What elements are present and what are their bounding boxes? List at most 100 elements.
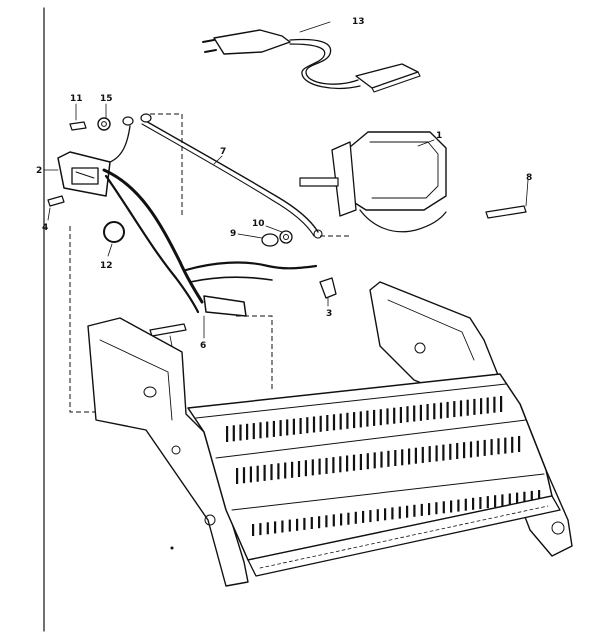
grille-slot-bottom	[340, 513, 343, 526]
grille-slot-lower	[332, 457, 335, 474]
grille-slot-lower	[518, 436, 521, 452]
grille-slot-lower	[311, 459, 314, 476]
grille-slot-bottom	[464, 498, 467, 511]
grille-slot-upper	[366, 410, 369, 427]
grille-slot-upper	[319, 415, 322, 432]
group-line-mid	[236, 315, 273, 392]
grille-slot-bottom	[530, 490, 533, 503]
grille-slot-bottom	[376, 509, 379, 522]
harness-wire-a	[102, 168, 204, 304]
lockwasher-15	[97, 117, 111, 131]
harness-wire-d	[189, 276, 273, 283]
callout-13: 13	[352, 17, 365, 27]
grille-slot-bottom	[303, 517, 306, 530]
grille-slot-bottom	[384, 508, 387, 521]
heater-chassis	[87, 281, 573, 587]
grille-slot-upper	[326, 415, 329, 431]
grille-slot-lower	[373, 452, 376, 469]
grille-slot-upper	[292, 418, 295, 435]
right-panel-fold	[387, 299, 475, 361]
grille-slot-lower	[380, 451, 383, 468]
grille-slot-upper	[339, 413, 342, 430]
right-panel-hole-a	[414, 342, 426, 354]
grille-slot-upper	[473, 398, 476, 415]
grille-slot-upper	[373, 409, 376, 426]
grille-slot-lower	[483, 439, 486, 456]
grille-slot-lower	[318, 458, 321, 475]
grille-slot-upper	[500, 396, 503, 412]
grille-slot-upper	[493, 396, 496, 413]
plug-body	[213, 29, 291, 55]
grille-slot-bottom	[362, 510, 365, 523]
grille-slot-lower	[497, 438, 500, 455]
grille-slot-bottom	[354, 511, 357, 524]
leader-4	[47, 207, 51, 221]
grille-slot-lower	[304, 460, 307, 477]
screw-11	[69, 121, 87, 131]
grille-slot-bottom	[398, 506, 401, 519]
switch-lead	[109, 125, 131, 163]
grille-slot-upper	[426, 404, 429, 420]
grille-slot-upper	[272, 420, 275, 437]
grille-slot-lower	[236, 468, 239, 484]
callout-9: 9	[230, 229, 236, 239]
grille-slot-lower	[242, 467, 246, 484]
switch-face	[71, 167, 99, 185]
leader-10	[265, 225, 283, 233]
grille-slot-lower	[270, 464, 273, 481]
thermostat-assembly-6: 6	[184, 261, 318, 351]
grille-lower-edge	[231, 473, 545, 511]
grille-slot-upper	[446, 401, 449, 418]
callout-15: 15	[100, 94, 113, 104]
callout-6: 6	[200, 341, 206, 351]
grille-slot-lower	[463, 442, 466, 459]
grille-slot-lower	[428, 446, 431, 463]
cord-connector	[355, 63, 419, 89]
harness-wire-c	[184, 261, 318, 272]
grille-slot-bottom	[296, 518, 299, 531]
grille-slot-upper	[286, 419, 289, 436]
grille-slot-upper	[406, 406, 409, 423]
grille-slot-lower	[284, 462, 287, 479]
grille-slot-upper	[353, 412, 356, 429]
grille-slot-bottom	[472, 497, 475, 510]
grille-slot-lower	[352, 454, 356, 471]
grille-slot-lower	[249, 466, 252, 483]
callout-12: 12	[100, 261, 113, 271]
switch-face-detail	[75, 171, 95, 179]
nut-washer-group: 9 10	[230, 219, 323, 247]
wire-7-line	[143, 119, 319, 233]
callout-10: 10	[252, 219, 265, 229]
screw-8-shank	[485, 205, 527, 219]
grille-slot-upper	[379, 409, 382, 426]
grille-slot-lower	[346, 455, 349, 472]
left-panel-hole-a	[143, 386, 157, 398]
group-line-left	[69, 226, 126, 413]
grille-slot-lower	[394, 450, 397, 466]
grille-slot-bottom	[252, 524, 255, 536]
screw-5-shank	[149, 323, 187, 337]
grille-slot-upper	[359, 411, 362, 428]
nut-9	[261, 233, 279, 247]
grille-slot-lower	[297, 461, 301, 477]
grille-slot-bottom	[435, 502, 438, 515]
grille-slot-upper	[399, 407, 402, 423]
base-rail-perforation	[259, 505, 549, 569]
power-cord-assembly: 13	[202, 17, 421, 93]
grille-slot-bottom	[274, 521, 277, 534]
grille-slot-bottom	[538, 490, 541, 502]
grille-slot-bottom	[501, 494, 504, 507]
grille-slot-lower	[456, 443, 459, 459]
motor-winding	[369, 141, 439, 199]
grille-slot-bottom	[369, 510, 372, 523]
group-line-top	[150, 113, 183, 216]
grille-body	[187, 373, 553, 561]
screw-8: 8	[485, 173, 532, 219]
callout-2: 2	[36, 166, 42, 176]
leader-7	[213, 155, 223, 165]
grille-slot-upper	[486, 397, 489, 414]
grille-slot-bottom	[479, 497, 482, 509]
harness-wire-b	[104, 174, 200, 314]
washer-10	[279, 230, 293, 244]
